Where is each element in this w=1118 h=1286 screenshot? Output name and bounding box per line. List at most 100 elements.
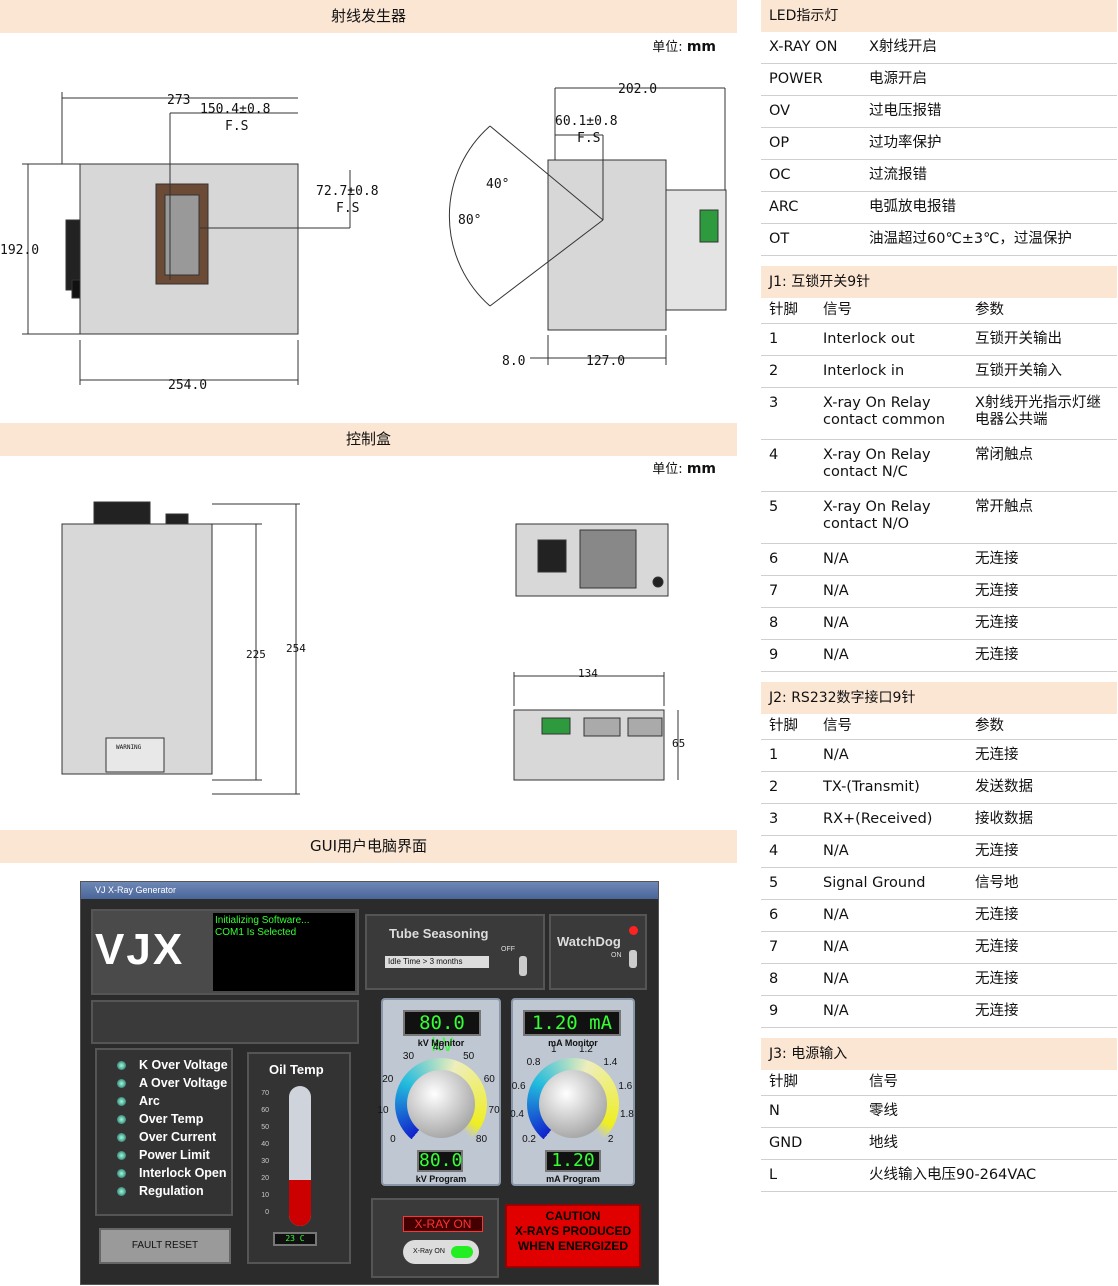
kv-monitor-label: kV Monitor [417,1038,465,1048]
table-cell: 3 [769,811,779,827]
table-cell: X射线开光指示灯继电器公共端 [975,395,1101,428]
xray-on-button[interactable]: X-Ray ON [403,1240,479,1264]
table-cell: 无连接 [975,647,1019,663]
dim-254: 254 [286,642,306,655]
dim-60-fs: F.S [577,131,600,146]
fault-label: Regulation [139,1184,204,1198]
table-cell: 信号地 [975,875,1019,891]
dial-tick: 2 [607,1133,614,1145]
j2-title: J2: RS232数字接口9针 [761,682,1117,714]
table-cell: 7 [769,939,779,955]
fault-item: Interlock Open [117,1164,231,1182]
tube-seasoning-toggle[interactable] [519,956,527,976]
table-cell: X-ray On Relay contact N/C [823,447,931,480]
angle-40: 40° [486,177,509,192]
gui-titlebar: VJ X-Ray Generator [81,882,658,899]
generator-side-body [547,159,667,331]
caution-line: X-RAYS PRODUCED [514,1224,632,1238]
dial-tick: 0.6 [511,1080,526,1092]
table-cell: Interlock out [823,331,915,347]
vjx-logo: VJX [95,925,185,974]
fault-led-icon [117,1060,126,1070]
kv-knob[interactable] [407,1070,475,1138]
dial-tick: 10 [377,1105,389,1117]
table-cell: OP [769,135,790,151]
caution-line: WHEN ENERGIZED [517,1239,628,1253]
xray-on-indicator: X-RAY ON [403,1216,483,1232]
fault-reset-button[interactable]: FAULT RESET [99,1228,231,1264]
table-cell: X-ray On Relay contact common [823,395,946,428]
generator-title-band: 射线发生器 [0,0,737,33]
temp-tick: 30 [261,1158,269,1165]
watchdog-toggle[interactable] [629,950,637,968]
dim-202: 202.0 [618,82,657,97]
table-cell: OT [769,231,790,247]
table-cell: X射线开启 [869,39,937,55]
dial-tick: 40 [433,1042,445,1053]
dim-60: 60.1±0.8 [555,114,618,129]
table-cell: 1 [769,331,779,347]
table-cell: 9 [769,1003,779,1019]
table-cell: 1 [769,747,779,763]
header-cell: 信号 [869,1074,898,1090]
ma-program-display: 1.20 [545,1150,601,1172]
tube-seasoning-panel: Tube Seasoning OFF Idle Time > 3 months [365,914,545,990]
xray-on-button-label: X-Ray ON [413,1248,445,1255]
dial-tick: 80 [475,1133,488,1145]
table-row: 7 N/A 无连接 [761,576,1117,608]
table-cell: X-ray On Relay contact N/O [823,499,931,532]
table-cell: 7 [769,583,779,599]
table-cell: N/A [823,583,849,599]
fault-led-icon [117,1150,126,1160]
table-cell: TX-(Transmit) [823,779,920,795]
on-label: ON [611,952,622,959]
fault-led-icon [117,1186,126,1196]
table-cell: 常开触点 [975,499,1033,515]
temp-tick: 0 [265,1209,269,1216]
fault-label: A Over Voltage [139,1076,228,1090]
gui-title-band: GUI用户电脑界面 [0,830,737,863]
table-cell: 电源开启 [869,71,927,87]
dial-tick: 1 [551,1043,557,1055]
temp-tick: 50 [261,1124,269,1131]
header-cell: 针脚 [769,1074,798,1090]
temp-tick: 70 [261,1090,269,1097]
dial-tick: 0.2 [522,1133,536,1145]
controller-title-band: 控制盒 [0,423,737,456]
fault-item: K Over Voltage [117,1056,231,1074]
window-title: VJ X-Ray Generator [95,885,177,895]
table-cell: OC [769,167,791,183]
table-cell: N/A [823,843,849,859]
table-cell: 无连接 [975,583,1019,599]
spacer [761,672,1117,682]
ma-program-label: mA Program [546,1174,600,1184]
dim-273: 273 [167,93,190,108]
temp-tick: 10 [261,1192,269,1199]
header-cell: 参数 [975,302,1004,318]
kv-monitor-display: 80.0 kV [403,1010,481,1056]
dim-254: 254.0 [168,378,207,393]
dial-tick: 30 [402,1050,415,1062]
spacer [761,256,1117,266]
table-cell: POWER [769,71,823,87]
dial-tick: 0 [390,1133,396,1145]
table-cell: RX+(Received) [823,811,933,827]
gui-title: GUI用户电脑界面 [309,837,428,855]
watchdog-label: WatchDog [557,934,621,949]
message-display: Initializing Software... COM1 Is Selecte… [213,913,355,991]
table-cell: 无连接 [975,907,1019,923]
ma-knob[interactable] [539,1070,607,1138]
table-cell: OV [769,103,791,119]
message-line: COM1 Is Selected [215,927,297,938]
